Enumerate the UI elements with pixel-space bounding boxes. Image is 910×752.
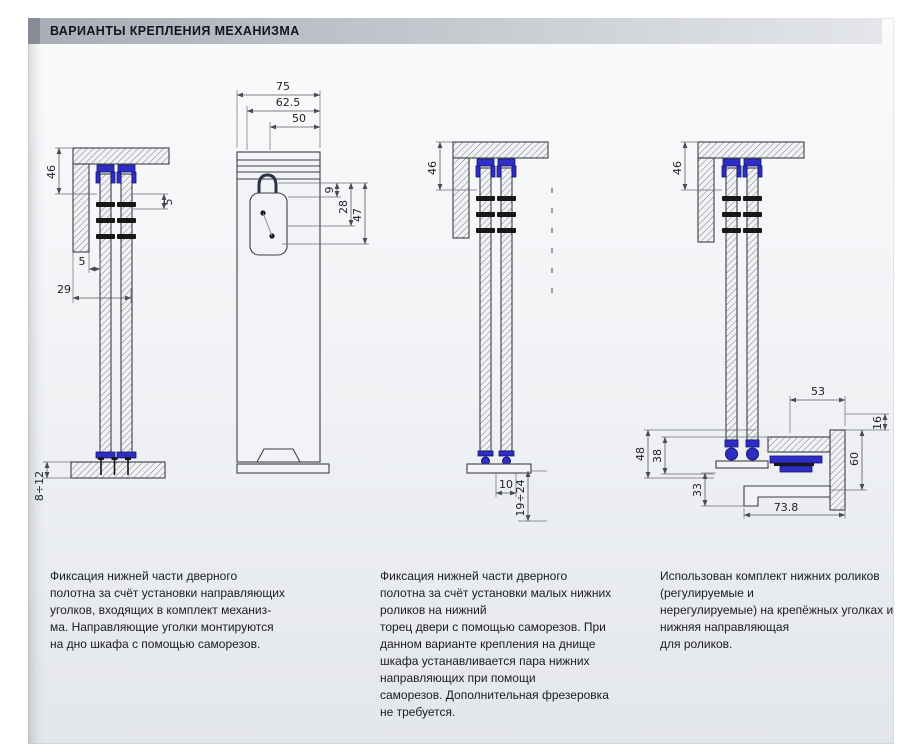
dim-label-28: 28	[337, 200, 350, 214]
guide-angle	[95, 451, 116, 459]
hanger-hook	[257, 173, 278, 198]
door-panel	[746, 167, 759, 441]
adjuster-bar	[769, 455, 823, 464]
dim-label-48: 48	[634, 447, 647, 461]
dim-label-50: 50	[292, 112, 306, 125]
dim-label-53: 53	[811, 385, 825, 398]
adjuster-slide	[774, 463, 814, 466]
door-panel	[725, 167, 738, 441]
adjuster-bar	[779, 465, 813, 473]
top-roller	[116, 164, 137, 184]
dim-label-38: 38	[651, 449, 664, 463]
drawing-variant-1: 46 5 5 29 8÷12	[33, 147, 175, 501]
bottom-roller	[498, 450, 515, 457]
cabinet-side-wall	[452, 157, 470, 239]
mounting-screws	[98, 457, 131, 475]
dim-label-10: 10	[499, 478, 513, 491]
dim-label-73: 73.8	[774, 501, 799, 514]
roller-carriage	[249, 192, 288, 256]
dim-label-62: 62.5	[276, 96, 301, 109]
drawing-variant-2: 46 10 19÷24	[426, 141, 553, 522]
dim-label-60: 60	[848, 452, 861, 466]
bottom-rail-front	[236, 463, 330, 474]
top-roller	[742, 158, 763, 178]
caption-variant-2: Фиксация нижней части дверного полотна з…	[380, 569, 612, 720]
title-bar: ВАРИАНТЫ КРЕПЛЕНИЯ МЕХАНИЗМА	[28, 18, 882, 44]
door-panel	[120, 173, 133, 456]
door-panel	[500, 167, 513, 452]
dim-label-height: 46	[426, 161, 439, 175]
drawing-variant-3: 46 53 48 38 33 73.8 60	[634, 141, 889, 519]
drawing-front-view: 75 62.5 50 9 28 47	[236, 80, 369, 474]
door-clips	[722, 196, 762, 233]
dim-label-75: 75	[276, 80, 290, 93]
dim-label-33: 33	[691, 483, 704, 497]
top-roller	[496, 158, 517, 178]
top-roller	[475, 158, 496, 178]
top-roller	[721, 158, 742, 178]
page-title: ВАРИАНТЫ КРЕПЛЕНИЯ МЕХАНИЗМА	[50, 24, 300, 38]
cabinet-side-wall	[72, 163, 90, 253]
bottom-guide-front	[256, 448, 301, 463]
top-roller	[95, 164, 116, 184]
roller-rail	[715, 460, 769, 469]
dim-label-bottom-range: 8÷12	[33, 471, 46, 501]
dim-label-wall-gap: 5	[79, 255, 86, 268]
cabinet-top-panel	[697, 141, 805, 159]
caption-variant-3: Использован комплект нижних роликов (рег…	[660, 569, 894, 652]
cabinet-side-wall	[697, 157, 715, 243]
dim-label-9: 9	[323, 187, 336, 194]
dim-label-height: 46	[45, 165, 58, 179]
roller-bracket	[724, 439, 739, 448]
dim-label-range: 19÷24	[514, 479, 527, 516]
door-panel	[479, 167, 492, 452]
door-clips	[96, 202, 136, 239]
door-clips	[476, 196, 516, 233]
dim-label-roller-gap: 5	[162, 199, 175, 206]
cabinet-top-panel	[72, 147, 170, 165]
roller-bracket	[745, 439, 760, 448]
title-bar-accent	[28, 18, 40, 44]
bottom-guide-pad	[466, 463, 532, 474]
dim-label-16: 16	[871, 416, 884, 430]
bottom-roller-wheel	[746, 447, 759, 461]
door-panel	[99, 173, 112, 456]
cabinet-right-wall	[829, 429, 846, 511]
bottom-roller-wheel	[725, 447, 738, 461]
dim-label-47: 47	[351, 208, 364, 222]
caption-variant-1: Фиксация нижней части дверного полотна з…	[50, 569, 285, 652]
cabinet-bottom-panel	[767, 436, 831, 453]
cabinet-bottom-panel	[70, 461, 166, 479]
dim-label-width: 29	[57, 283, 71, 296]
dim-label-height: 46	[671, 161, 684, 175]
bottom-roller	[477, 450, 494, 457]
cabinet-top-panel	[452, 141, 549, 159]
